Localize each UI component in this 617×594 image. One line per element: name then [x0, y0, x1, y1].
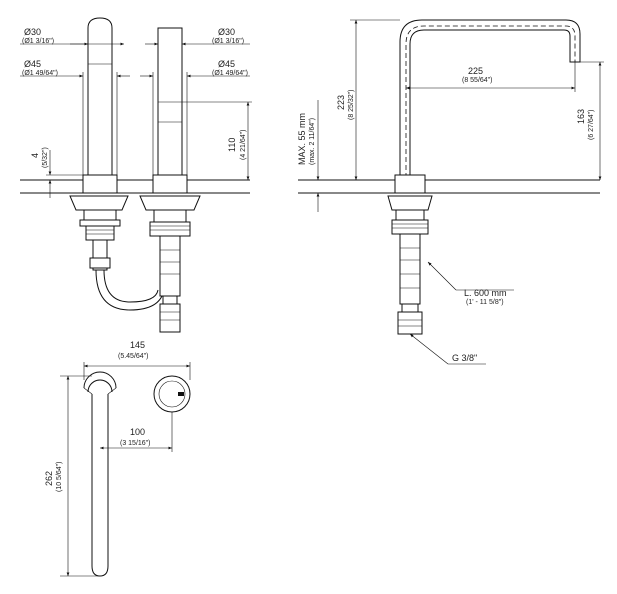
mixer-cartridge-body — [159, 235, 181, 297]
max-deck-label: MAX. 55 mm — [297, 113, 307, 165]
left-dia-top-label: Ø30 — [24, 27, 41, 37]
right-dia-top-inch: (Ø1 3/16") — [212, 38, 244, 45]
centers-inch: (3 15/16") — [120, 440, 151, 447]
length-label: 262 — [44, 471, 54, 486]
left-flange — [69, 195, 129, 211]
hose-length-inch: (1' - 11 5/8") — [466, 299, 504, 306]
hose-length-label: L. 600 mm — [464, 288, 507, 298]
mixer-handle-body — [157, 27, 183, 181]
connection-label: G 3/8" — [452, 353, 477, 363]
left-height-label: 4 — [30, 153, 40, 158]
total-height-inch: (8 25/32") — [348, 89, 355, 120]
reach-label: 225 — [468, 66, 483, 76]
right-dia-top-label: Ø30 — [218, 27, 235, 37]
waterway-dashed — [405, 25, 576, 178]
right-base-collar — [152, 174, 188, 194]
side-supply-body — [399, 233, 421, 305]
overall-width-label: 145 — [130, 340, 145, 350]
left-dia-base-inch: (Ø1 49/64") — [22, 70, 58, 77]
spout-height-label: 163 — [576, 109, 586, 124]
spout-profile — [399, 19, 581, 180]
right-dia-base-inch: (Ø1 49/64") — [212, 70, 248, 77]
left-spout-tube — [87, 17, 113, 180]
handle-plan-outer — [153, 375, 191, 413]
spout-plan-arm — [91, 394, 109, 577]
right-height-inch: (4 21/64") — [240, 129, 247, 160]
spout-plan-head — [83, 371, 117, 389]
length-inch: (10 5/64") — [56, 461, 63, 492]
front-view: Ø30 (Ø1 3/16") Ø45 (Ø1 49/64") 4 (5/32")… — [20, 17, 252, 333]
right-height-label: 110 — [227, 138, 237, 152]
overall-width-inch: (5.45/64") — [118, 353, 149, 360]
right-dia-base-label: Ø45 — [218, 59, 235, 69]
reach-inch: (8 55/64") — [462, 77, 493, 84]
spout-height-inch: (6 27/64") — [588, 109, 595, 140]
flexible-hose — [95, 269, 165, 311]
plan-view: 145 (5.45/64") 100 (3 15/16") 262 (10 5/… — [44, 340, 191, 577]
side-view: MAX. 55 mm (max. 2 11/64") 223 (8 25/32"… — [297, 19, 604, 365]
left-dia-top-inch: (Ø1 3/16") — [22, 38, 54, 45]
total-height-label: 223 — [336, 95, 346, 110]
left-base-collar — [82, 174, 118, 194]
centers-label: 100 — [130, 427, 145, 437]
max-deck-inch: (max. 2 11/64") — [309, 118, 316, 165]
left-dia-base-label: Ø45 — [24, 59, 41, 69]
left-height-inch: (5/32") — [42, 147, 49, 168]
